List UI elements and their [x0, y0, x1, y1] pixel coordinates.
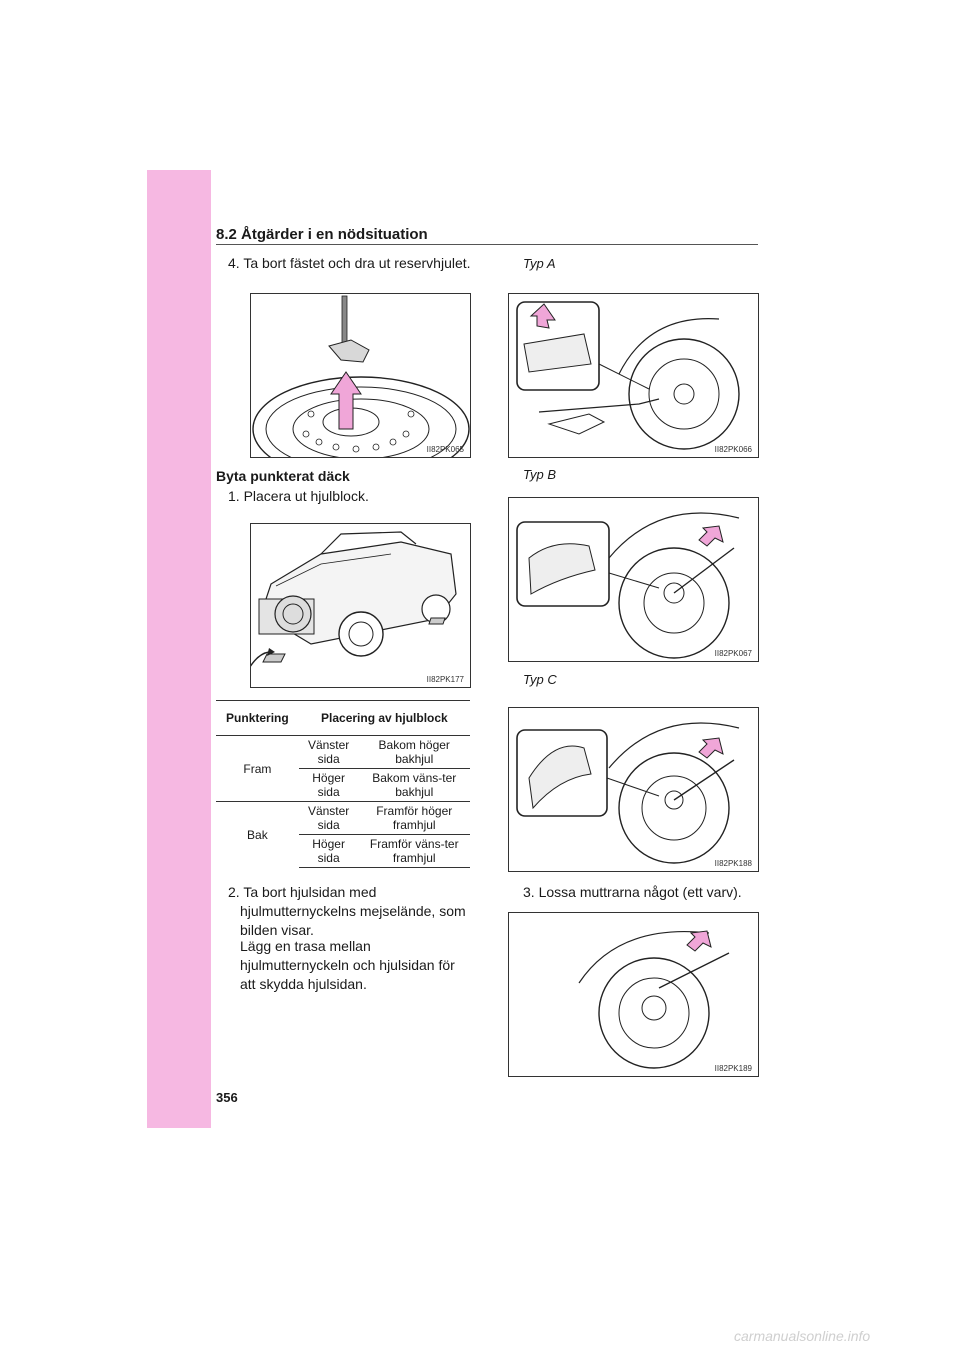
figure-id: II82PK065: [426, 445, 464, 454]
figure-wheel-chocks: II82PK177: [250, 523, 471, 688]
step-1-text: 1. Placera ut hjulblock.: [228, 488, 369, 504]
figure-id: II82PK177: [426, 675, 464, 684]
figure-id: II82PK067: [714, 649, 752, 658]
step-2-line-2: hjulmutternyckelns mejselände, som: [240, 903, 466, 919]
note-line-1: Lägg en trasa mellan: [240, 938, 371, 954]
page-number: 356: [216, 1090, 238, 1105]
figure-spare-tire-removal: II82PK065: [250, 293, 471, 458]
table-cell-place: Bakom höger bakhjul: [358, 735, 470, 769]
step-2-line-1: 2. Ta bort hjulsidan med: [228, 884, 377, 900]
loosen-nuts-illustration: [578, 930, 730, 1069]
note-line-2: hjulmutternyckeln och hjulsidan för: [240, 957, 455, 973]
type-b-label: Typ B: [523, 467, 556, 482]
table-header-puncture: Punktering: [216, 700, 299, 736]
figure-loosen-nuts: II82PK189: [508, 912, 759, 1077]
table-group-rear: Bak: [216, 801, 299, 868]
figure-id: II82PK066: [714, 445, 752, 454]
table-header-placement: Placering av hjulblock: [298, 700, 470, 736]
section-title: 8.2 Åtgärder i en nödsituation: [216, 226, 428, 243]
table-cell-side: Vänster sida: [298, 801, 359, 835]
figure-type-a: II82PK066: [508, 293, 759, 458]
step-2-line-3: bilden visar.: [240, 922, 314, 938]
figure-type-b: II82PK067: [508, 497, 759, 662]
chapter-tab-sidebar: [147, 170, 211, 1128]
table-cell-place: Bakom väns-ter bakhjul: [358, 768, 470, 802]
note-line-3: att skydda hjulsidan.: [240, 976, 367, 992]
spare-tire-illustration: [252, 295, 470, 457]
subheading-flat-tire: Byta punkterat däck: [216, 468, 350, 484]
hubcap-removal-type-a: [516, 301, 740, 450]
hubcap-removal-type-b: [516, 512, 740, 659]
table-cell-side: Höger sida: [298, 834, 359, 868]
step-4-text: 4. Ta bort fästet och dra ut reservhjule…: [228, 255, 471, 271]
figure-id: II82PK189: [714, 1064, 752, 1073]
truck-illustration: [251, 531, 457, 667]
wheel-chock-table: Punktering Placering av hjulblock Fram V…: [216, 700, 470, 868]
table-cell-place: Framför väns-ter framhjul: [358, 834, 470, 868]
figure-type-c: II82PK188: [508, 707, 759, 872]
table-group-front: Fram: [216, 735, 299, 802]
hubcap-removal-type-c: [516, 722, 740, 864]
table-cell-side: Vänster sida: [298, 735, 359, 769]
table-cell-side: Höger sida: [298, 768, 359, 802]
table-cell-place: Framför höger framhjul: [358, 801, 470, 835]
type-c-label: Typ C: [523, 672, 557, 687]
section-divider: [216, 244, 758, 245]
step-3-text: 3. Lossa muttrarna något (ett varv).: [523, 884, 742, 900]
type-a-label: Typ A: [523, 256, 556, 271]
figure-id: II82PK188: [714, 859, 752, 868]
watermark: carmanualsonline.info: [734, 1328, 871, 1344]
